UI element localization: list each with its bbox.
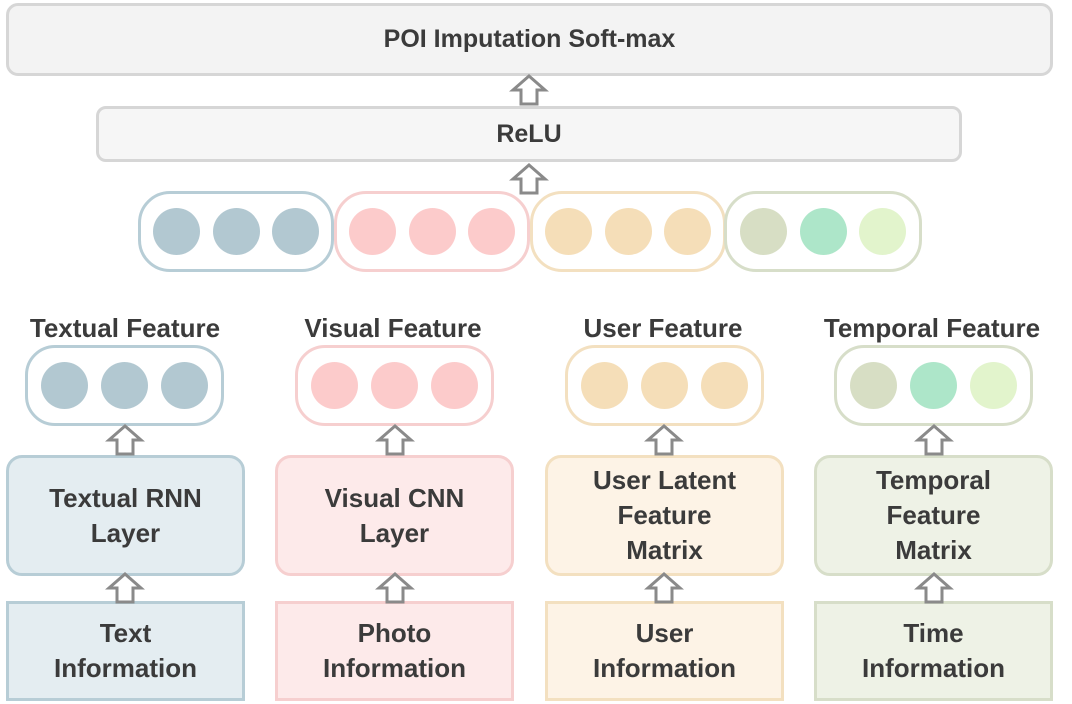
concat-user-dot [663, 208, 711, 255]
concat-textual-dot [153, 208, 201, 255]
concat-temporal-dot [739, 208, 787, 255]
photo-information-box: Photo Information [275, 601, 514, 701]
temporal-feature-dot [970, 362, 1017, 409]
temporal-feature-matrix-label: Temporal Feature Matrix [875, 465, 992, 565]
temporal-feature-dot [910, 362, 957, 409]
arrow-concat-to-relu-icon [511, 163, 547, 195]
arrow-text-info-to-layer-icon [107, 572, 143, 604]
photo-information-label: Photo Information [323, 618, 466, 683]
arrow-user-layer-to-feature-icon [646, 424, 682, 456]
arrow-relu-to-softmax-icon [511, 74, 547, 106]
concat-temporal-dot [859, 208, 907, 255]
time-information-label: Time Information [862, 618, 1005, 683]
visual-feature-title: Visual Feature [304, 313, 482, 343]
arrow-visual-layer-to-feature-icon [377, 424, 413, 456]
visual-feature-dot [431, 362, 478, 409]
poi-imputation-softmax-label: POI Imputation Soft-max [383, 25, 676, 53]
visual-cnn-layer-box: Visual CNN Layer [275, 455, 514, 576]
poi-imputation-softmax-box: POI Imputation Soft-max [6, 3, 1053, 76]
user-feature-dot [581, 362, 628, 409]
user-feature-title: User Feature [583, 313, 743, 343]
arrow-time-info-to-layer-icon [916, 572, 952, 604]
concat-textual-dot [271, 208, 319, 255]
textual-feature-title: Textual Feature [29, 313, 221, 343]
textual-feature-dot [41, 362, 88, 409]
temporal-feature-vector [834, 345, 1033, 426]
arrow-user-info-to-layer-icon [646, 572, 682, 604]
concat-temporal-pill [724, 191, 922, 272]
textual-rnn-layer-box: Textual RNN Layer [6, 455, 245, 576]
concat-visual-dot [349, 208, 397, 255]
user-feature-dot [641, 362, 688, 409]
textual-feature-vector [25, 345, 224, 426]
textual-rnn-layer-label: Textual RNN Layer [49, 482, 202, 548]
temporal-feature-dot [850, 362, 897, 409]
user-latent-feature-matrix-label: User Latent Feature Matrix [592, 465, 737, 565]
arrow-photo-info-to-layer-icon [377, 572, 413, 604]
arrow-temporal-layer-to-feature-icon [916, 424, 952, 456]
user-information-label: User Information [593, 618, 736, 683]
visual-feature-vector [295, 345, 494, 426]
concat-temporal-dot [799, 208, 847, 255]
relu-label: ReLU [496, 119, 562, 148]
time-information-box: Time Information [814, 601, 1053, 701]
concatenated-feature-vector [138, 191, 922, 272]
concat-user-pill [530, 191, 726, 272]
relu-box: ReLU [96, 106, 962, 162]
concat-visual-dot [408, 208, 456, 255]
arrow-textual-layer-to-feature-icon [107, 424, 143, 456]
text-information-label: Text Information [54, 618, 197, 683]
concat-textual-dot [212, 208, 260, 255]
textual-feature-dot [161, 362, 208, 409]
temporal-feature-matrix-box: Temporal Feature Matrix [814, 455, 1053, 576]
visual-feature-dot [371, 362, 418, 409]
concat-visual-pill [334, 191, 530, 272]
visual-feature-dot [311, 362, 358, 409]
concat-user-dot [604, 208, 652, 255]
temporal-feature-title: Temporal Feature [823, 313, 1041, 343]
visual-cnn-layer-label: Visual CNN Layer [324, 482, 465, 548]
textual-feature-dot [101, 362, 148, 409]
user-feature-dot [701, 362, 748, 409]
text-information-box: Text Information [6, 601, 245, 701]
concat-user-dot [545, 208, 593, 255]
concat-textual-pill [138, 191, 334, 272]
concat-visual-dot [467, 208, 515, 255]
